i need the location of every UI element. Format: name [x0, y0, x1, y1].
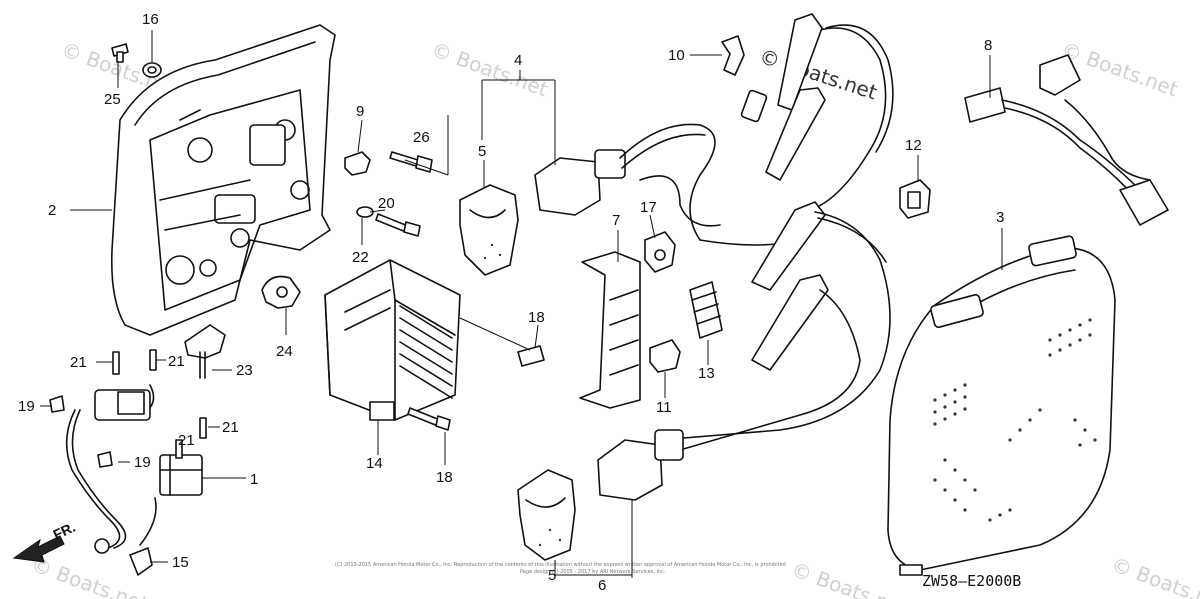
part-17-clamp [644, 231, 676, 273]
watermark-5: © Boats.net [788, 557, 911, 599]
callout-23: 23 [236, 362, 253, 379]
callout-2: 2 [48, 202, 56, 219]
part-20-bolt [375, 213, 421, 237]
plug-cap-upper-2 [765, 87, 826, 181]
callout-22: 22 [352, 249, 369, 266]
part-8-sensor-harness [964, 54, 1169, 226]
callout-24: 24 [276, 343, 293, 360]
part-11-clamp [649, 339, 681, 373]
watermark-2: © Boats.net [428, 37, 551, 101]
callout-26: 26 [413, 129, 430, 146]
callout-19-left: 19 [18, 398, 35, 415]
callout-20: 20 [378, 195, 395, 212]
callout-8: 8 [984, 37, 992, 54]
callout-12: 12 [905, 137, 922, 154]
watermark-6: © Boats.net [1108, 552, 1200, 599]
direction-label: FR. [51, 519, 78, 543]
part-9-clip [344, 151, 371, 176]
callout-numbers: 2 3 8 12 10 4 5 26 7 17 11 13 18 18 14 5… [18, 11, 1004, 594]
callout-1: 1 [250, 471, 258, 488]
callout-16: 16 [142, 11, 159, 28]
leader-lines [40, 30, 1003, 578]
callout-25: 25 [104, 91, 121, 108]
diagram-code: ZW58—E2000B [922, 572, 1021, 590]
callout-5-upper: 5 [478, 143, 486, 160]
plug-cap-upper-1 [740, 13, 823, 123]
callout-5-lower: 5 [548, 567, 556, 584]
part-7-bracket [579, 251, 641, 409]
part-18-bolt-upper [517, 345, 545, 367]
part-13-clamp-strip [689, 281, 723, 339]
part-18-bolt-lower [407, 407, 451, 431]
callout-21-b: 21 [168, 353, 185, 370]
callout-3: 3 [996, 209, 1004, 226]
callout-18-upper: 18 [528, 309, 545, 326]
part-5-cap-lower [517, 469, 576, 561]
part-14-cdi-unit [324, 259, 461, 421]
cover-vent-dots [933, 318, 1097, 522]
callout-15: 15 [172, 554, 189, 571]
callout-21-c: 21 [222, 419, 239, 436]
callout-21-a: 21 [70, 354, 87, 371]
part-1-wire-harness [65, 384, 203, 554]
callout-11: 11 [656, 399, 672, 416]
callout-14: 14 [366, 455, 383, 472]
part-10-clip [721, 35, 745, 76]
part-6-ignition-coil [597, 429, 684, 501]
callout-4: 4 [514, 52, 522, 69]
part-5-cap-upper [459, 184, 519, 276]
callout-18-lower: 18 [436, 469, 453, 486]
copyright-line-2: Page design (c) 2005 - 2017 by ARI Netwo… [520, 569, 666, 575]
part-25-bolt [111, 43, 129, 63]
part-15-clip [129, 547, 153, 576]
callout-6: 6 [598, 577, 606, 594]
callout-13: 13 [698, 365, 715, 382]
part-23-cable-tie [184, 324, 226, 379]
part-19-bolt-right [97, 451, 113, 468]
watermark-3: © Boats.net [1058, 37, 1181, 101]
callout-17: 17 [640, 199, 657, 216]
plug-cap-lower-1 [659, 201, 891, 441]
callout-10: 10 [668, 47, 685, 64]
plug-cap-lower-2 [679, 274, 861, 451]
copyright-line-1: (C) 2013-2015 American Honda Motor Co., … [335, 562, 786, 568]
callout-21-d: 21 [178, 432, 195, 449]
part-16-grommet [142, 62, 162, 78]
part-19-bolt-left [49, 395, 65, 413]
callout-9: 9 [356, 103, 364, 120]
callout-19-right: 19 [134, 454, 151, 471]
callout-7: 7 [612, 212, 620, 229]
part-4-ignition-coil [534, 24, 894, 246]
part-3-cover [887, 235, 1116, 576]
part-24-clamp [261, 275, 301, 309]
part-2-frame-panel [110, 24, 336, 336]
part-12-grommet [899, 179, 931, 219]
